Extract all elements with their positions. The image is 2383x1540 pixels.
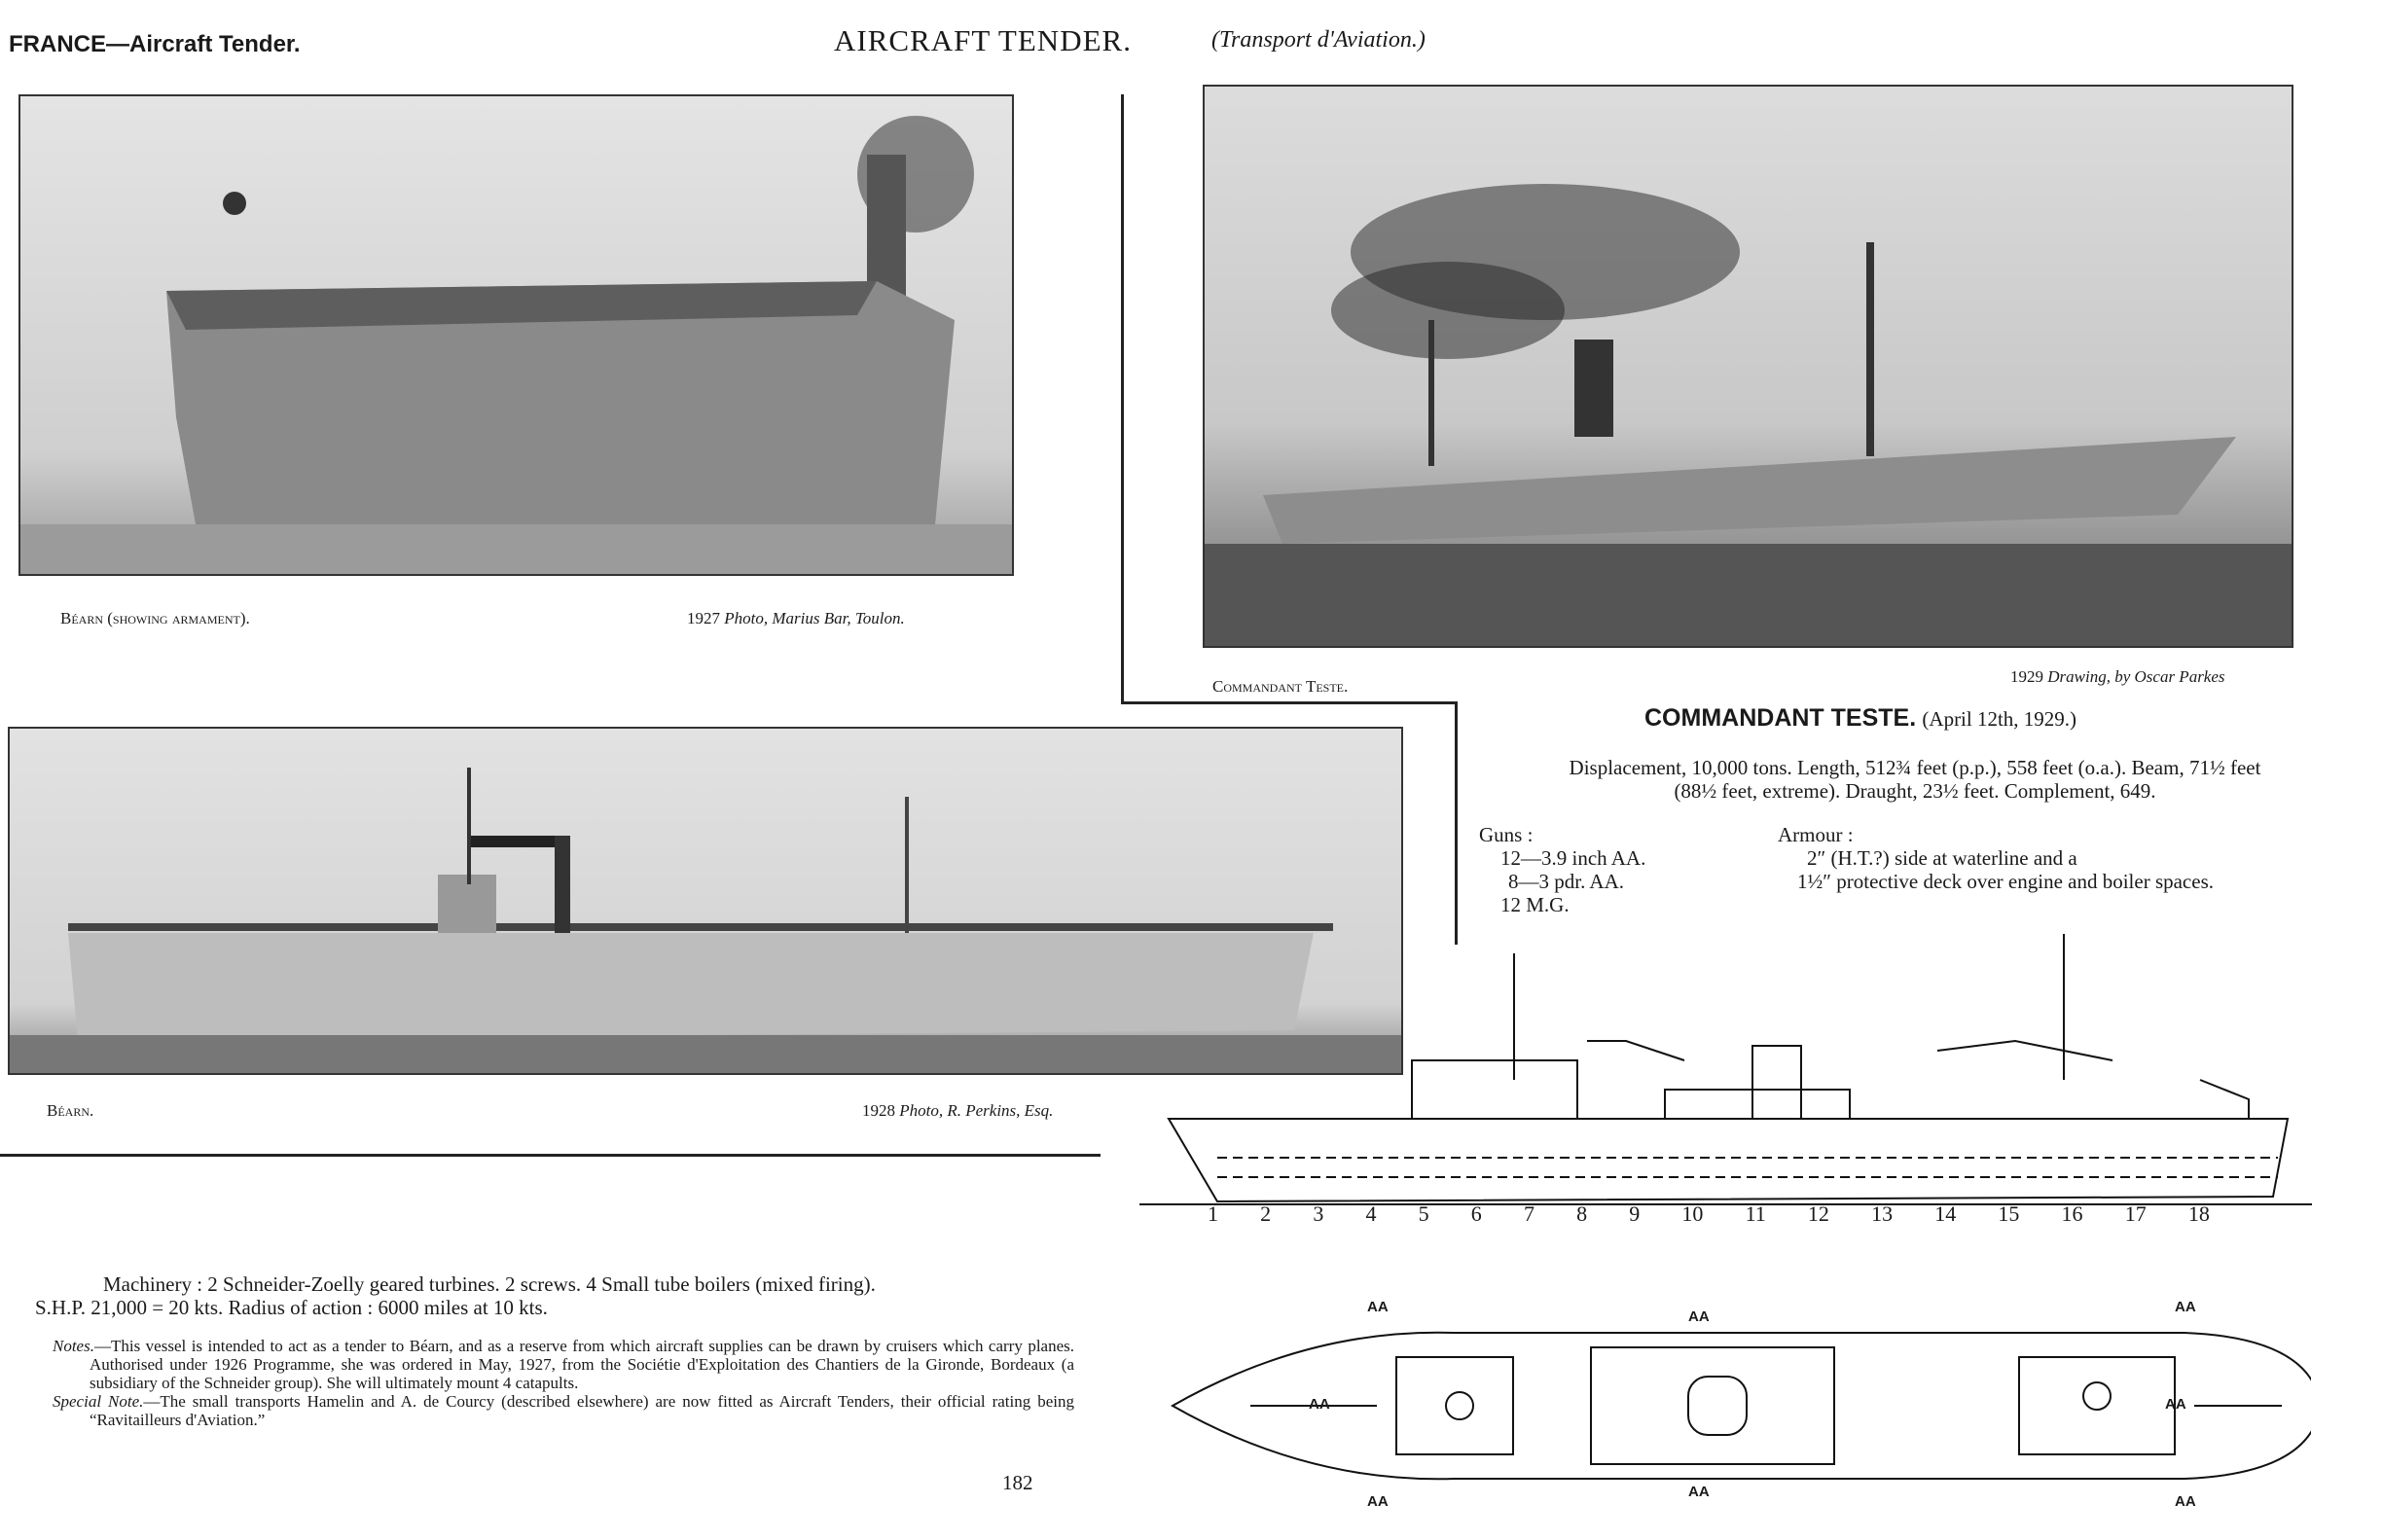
photo-credit: 1929 Drawing, by Oscar Parkes xyxy=(2010,667,2225,686)
bearn-photo-armament xyxy=(18,94,1014,576)
gun-label: AA xyxy=(2175,1299,2196,1315)
plan-drawing: AA AA AA AA AA AA AA AA xyxy=(1163,1299,2323,1513)
gun-label: AA xyxy=(1688,1484,1710,1500)
divider-line xyxy=(1121,701,1457,704)
page-subtitle: (Transport d'Aviation.) xyxy=(1211,27,1426,53)
bearn-photo-profile xyxy=(8,727,1403,1075)
gun-label: AA xyxy=(1367,1299,1389,1315)
ship-title: COMMANDANT TESTE. (April 12th, 1929.) xyxy=(1644,704,2077,732)
gun-label: AA xyxy=(1688,1308,1710,1325)
photo-caption: Béarn. xyxy=(47,1101,94,1120)
gun-label: AA xyxy=(2165,1396,2186,1413)
photo-credit: 1927 Photo, Marius Bar, Toulon. xyxy=(687,609,905,627)
page-number: 182 xyxy=(1002,1471,1033,1494)
guns-section: Guns : 12—3.9 inch AA. 8—3 pdr. AA. 12 M… xyxy=(1479,823,1646,916)
divider-line xyxy=(0,1154,1101,1157)
divider-line xyxy=(1455,701,1458,945)
country-heading: FRANCE—Aircraft Tender. xyxy=(9,31,301,57)
photo-caption: Béarn (showing armament). xyxy=(60,609,250,627)
machinery-text: Machinery : 2 Schneider-Zoelly geared tu… xyxy=(35,1272,876,1319)
photo-credit: 1928 Photo, R. Perkins, Esq. xyxy=(862,1101,1054,1120)
armour-section: Armour : 2″ (H.T.?) side at waterline an… xyxy=(1778,823,2214,893)
ship-particulars: Displacement, 10,000 tons. Length, 512¾ … xyxy=(1569,756,2261,803)
photo-caption: Commandant Teste. xyxy=(1212,677,1349,696)
page-title: AIRCRAFT TENDER. xyxy=(834,23,1132,57)
gun-label: AA xyxy=(1367,1493,1389,1510)
gun-label: AA xyxy=(1309,1396,1330,1413)
gun-label: AA xyxy=(2175,1493,2196,1510)
divider-line xyxy=(1121,94,1124,704)
commandant-teste-drawing xyxy=(1203,85,2293,648)
notes-text: Notes.—This vessel is intended to act as… xyxy=(53,1337,1074,1429)
